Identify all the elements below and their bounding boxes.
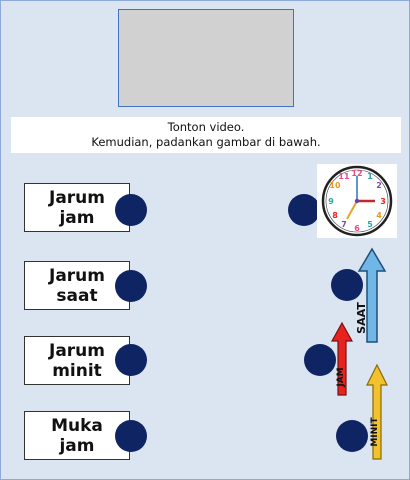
svg-text:11: 11 (338, 172, 350, 181)
clock-icon: 12 1 2 3 4 5 6 7 8 9 10 11 (321, 165, 393, 237)
label-jarum-saat-line2: saat (56, 285, 98, 306)
left-dot-2[interactable] (115, 270, 147, 302)
instruction-line-2: Kemudian, padankan gambar di bawah. (91, 135, 321, 149)
left-dot-4[interactable] (115, 420, 147, 452)
right-dot-4[interactable] (336, 420, 368, 452)
jam-arrow-label: JAM (336, 367, 346, 387)
video-placeholder[interactable] (118, 9, 294, 107)
jam-arrow-icon (330, 321, 354, 396)
svg-text:4: 4 (376, 211, 382, 220)
minit-arrow-icon (366, 363, 388, 460)
saat-arrow-label: SAAT (355, 302, 368, 334)
label-muka-jam-line2: jam (59, 435, 95, 456)
label-jarum-minit-line1: Jarum (49, 340, 105, 361)
svg-text:6: 6 (354, 224, 360, 233)
label-jarum-jam-line2: jam (59, 207, 95, 228)
label-jarum-jam-line1: Jarum (49, 187, 105, 208)
label-jarum-saat-line1: Jarum (49, 265, 105, 286)
left-dot-1[interactable] (115, 194, 147, 226)
instruction-line-1: Tonton video. (167, 120, 245, 134)
right-dot-1[interactable] (288, 194, 320, 226)
svg-text:5: 5 (367, 220, 373, 229)
svg-text:8: 8 (332, 211, 338, 220)
svg-text:2: 2 (376, 181, 382, 190)
svg-text:7: 7 (341, 220, 347, 229)
right-dot-3[interactable] (304, 344, 336, 376)
svg-text:9: 9 (328, 197, 334, 206)
svg-text:3: 3 (380, 197, 386, 206)
svg-text:10: 10 (329, 181, 341, 190)
right-dot-2[interactable] (331, 269, 363, 301)
svg-text:12: 12 (351, 169, 362, 178)
saat-arrow-icon (357, 247, 387, 343)
label-muka-jam-line1: Muka (51, 415, 103, 436)
instruction-box: Tonton video. Kemudian, padankan gambar … (11, 117, 401, 153)
clock-face-image: 12 1 2 3 4 5 6 7 8 9 10 11 (317, 164, 397, 238)
minit-arrow-label: MINIT (370, 417, 380, 447)
left-dot-3[interactable] (115, 344, 147, 376)
svg-text:1: 1 (367, 172, 373, 181)
label-jarum-minit-line2: minit (52, 360, 102, 381)
